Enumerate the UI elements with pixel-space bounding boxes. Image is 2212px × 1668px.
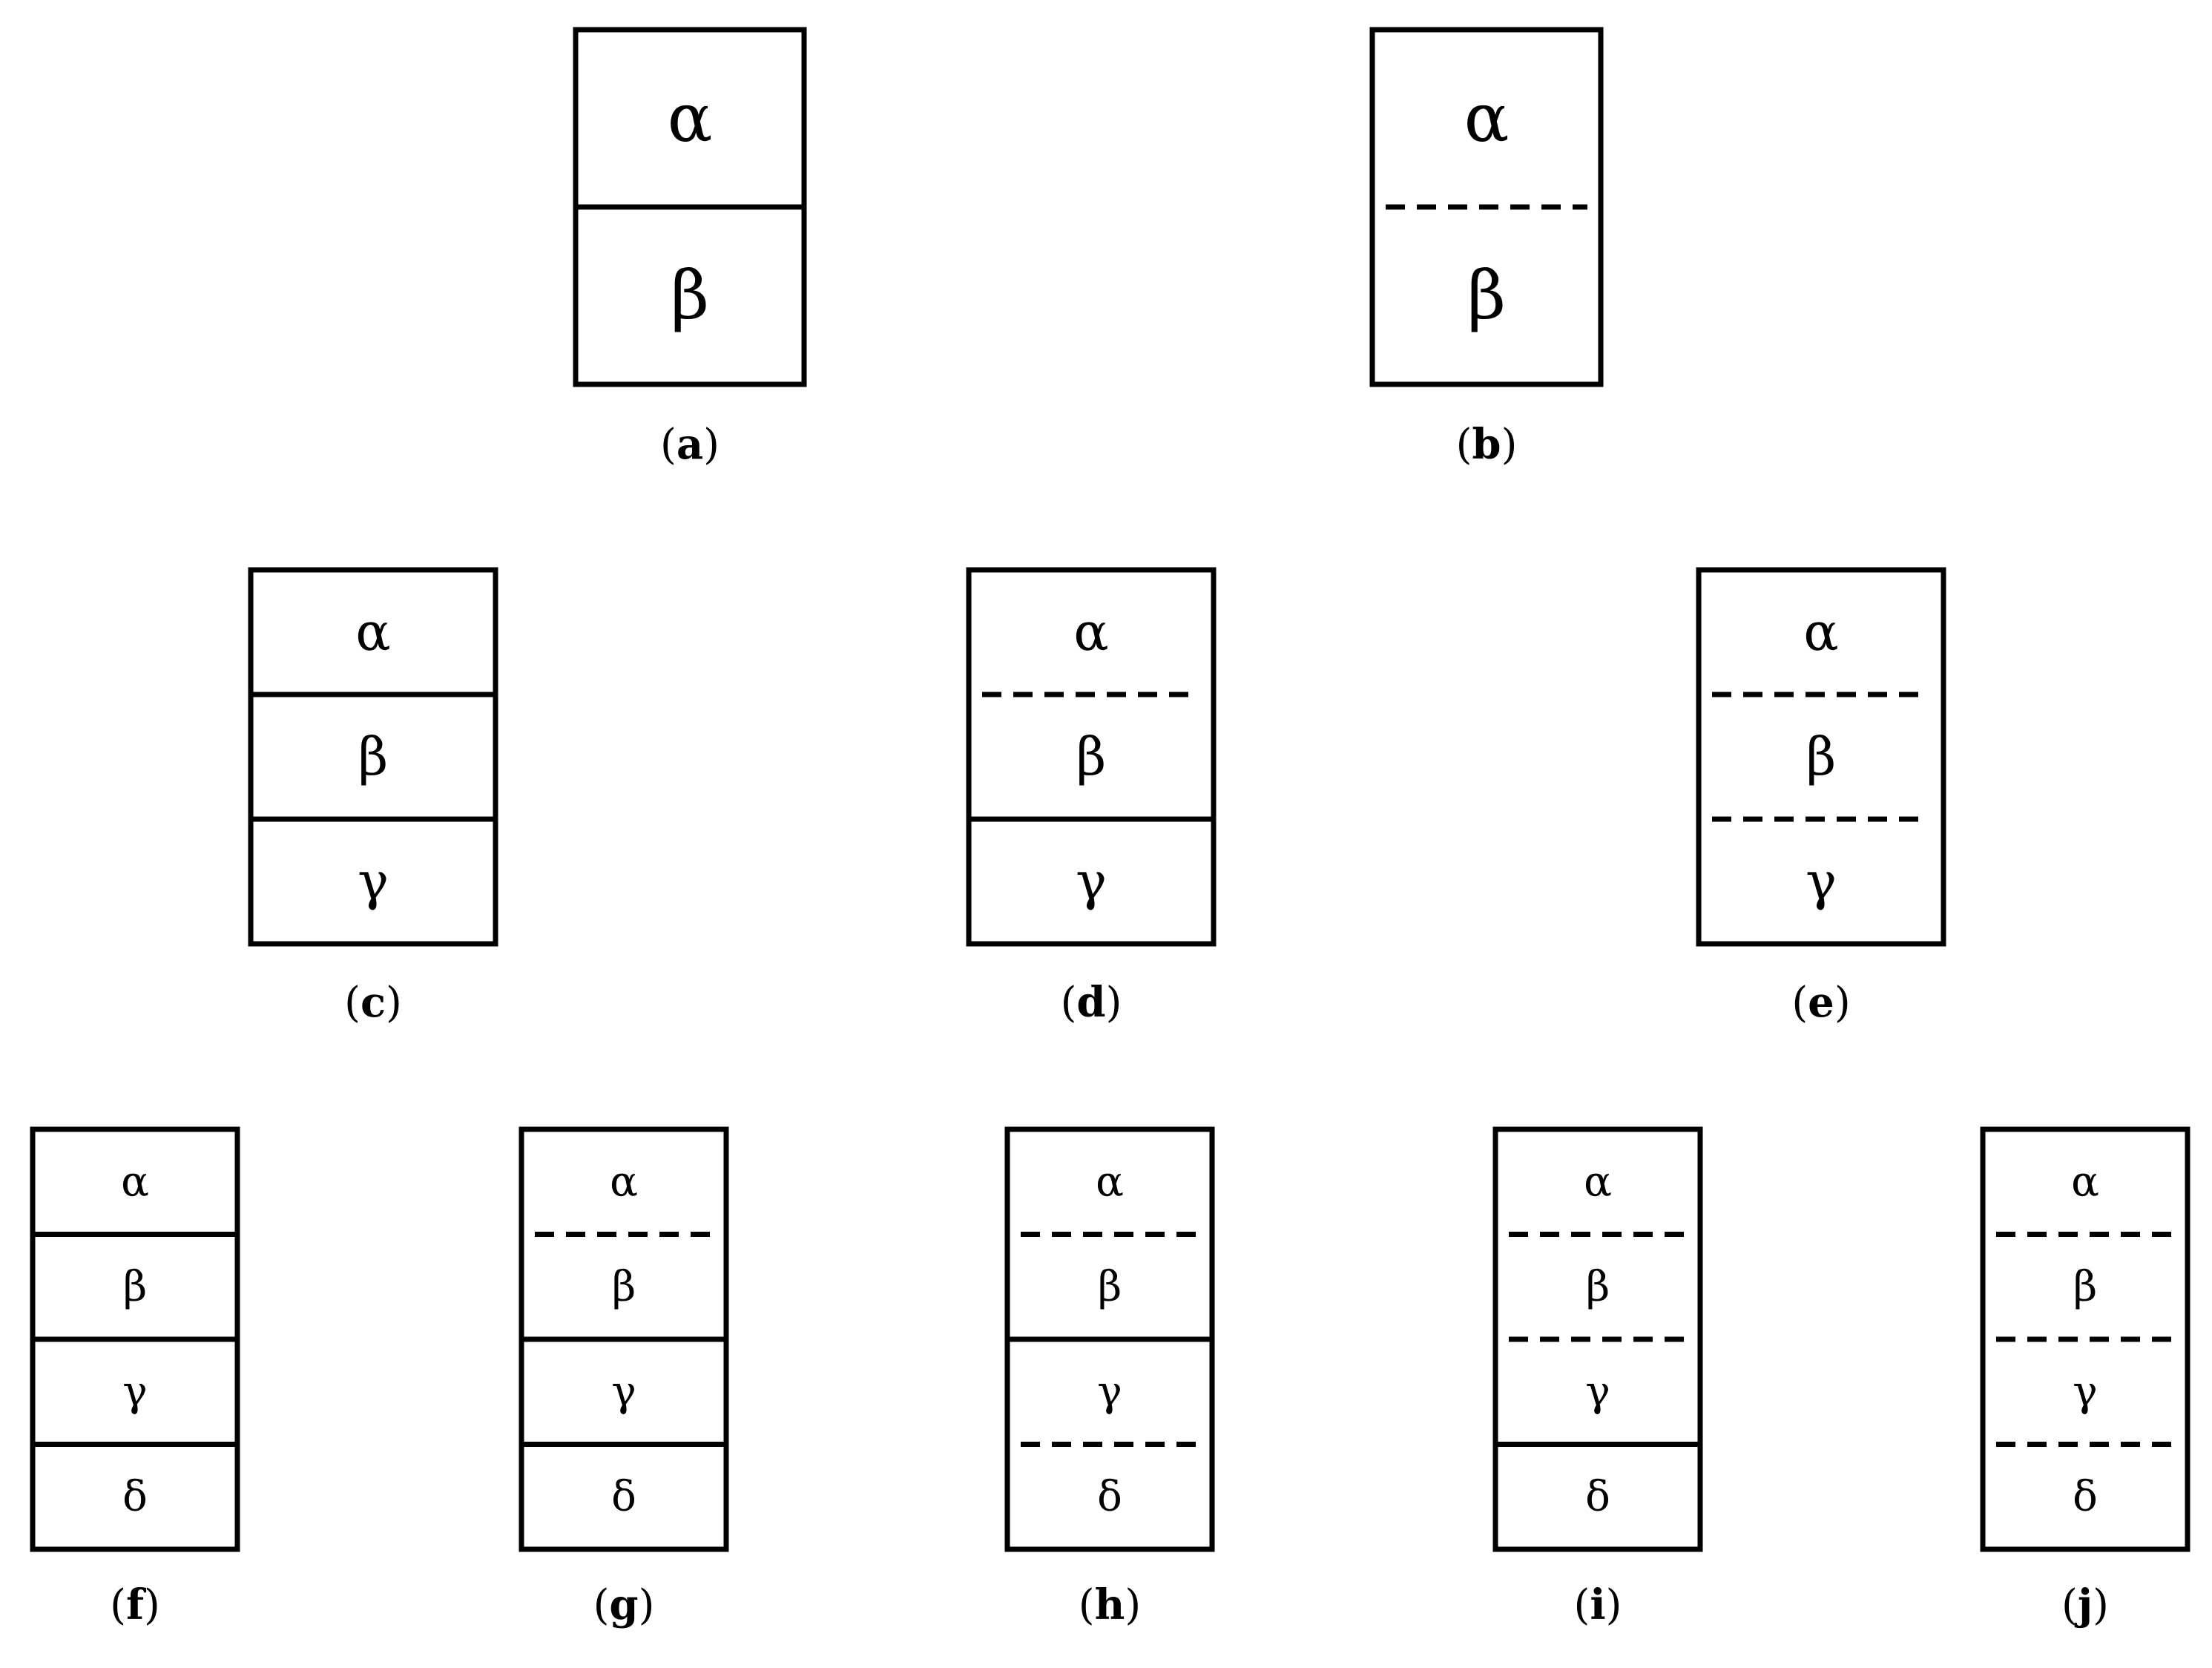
panel-g: α β γ δ (g) bbox=[519, 1126, 729, 1629]
cell-label: γ bbox=[1585, 1367, 1610, 1416]
cell-label: δ bbox=[122, 1473, 148, 1521]
panel-frame bbox=[248, 567, 498, 947]
panel-e: α β γ (e) bbox=[1696, 567, 1946, 1027]
panel-a: α β (a) bbox=[573, 27, 807, 469]
panel-d: α β γ (d) bbox=[966, 567, 1217, 1027]
panel-caption: (h) bbox=[1079, 1580, 1141, 1629]
panel-i: α β γ δ (i) bbox=[1492, 1126, 1703, 1629]
cell-label: α bbox=[668, 79, 713, 157]
cell-label: β bbox=[612, 1263, 636, 1311]
cell-label: γ bbox=[611, 1367, 636, 1416]
cell-label: δ bbox=[1585, 1473, 1610, 1521]
panel-frame bbox=[966, 567, 1217, 947]
panel-frame bbox=[1696, 567, 1946, 947]
panel-caption: (f) bbox=[110, 1580, 160, 1629]
panel-frame bbox=[1980, 1126, 2190, 1552]
cell-label: δ bbox=[611, 1473, 636, 1521]
panel-caption-letter: b bbox=[1472, 420, 1501, 469]
panel-caption: (e) bbox=[1791, 978, 1850, 1027]
cell-label: γ bbox=[1076, 851, 1107, 912]
cell-label: α bbox=[1464, 79, 1510, 157]
panel-caption-letter: j bbox=[2074, 1580, 2093, 1629]
panel-caption: (b) bbox=[1456, 420, 1518, 469]
panel-caption: (j) bbox=[2061, 1580, 2109, 1629]
panel-f: α β γ δ (f) bbox=[30, 1126, 240, 1629]
cell-label: γ bbox=[1806, 851, 1837, 912]
cell-label: β bbox=[2073, 1263, 2097, 1311]
panel-caption-letter: d bbox=[1076, 978, 1105, 1027]
cell-label: β bbox=[358, 726, 388, 787]
cell-label: α bbox=[1584, 1158, 1612, 1206]
panel-caption: (c) bbox=[344, 978, 402, 1027]
cell-label: δ bbox=[2073, 1473, 2098, 1521]
panel-caption-letter: g bbox=[609, 1580, 638, 1629]
panel-h: α β γ δ (h) bbox=[1004, 1126, 1215, 1629]
cell-label: β bbox=[123, 1263, 147, 1311]
panel-c: α β γ (c) bbox=[248, 567, 498, 1027]
panel-j: α β γ δ (j) bbox=[1980, 1126, 2190, 1629]
panel-caption-letter: i bbox=[1590, 1580, 1605, 1629]
cell-label: β bbox=[1076, 726, 1106, 787]
cell-label: α bbox=[1073, 602, 1108, 663]
cell-label: α bbox=[1096, 1158, 1124, 1206]
cell-label: α bbox=[2071, 1158, 2099, 1206]
panel-caption: (d) bbox=[1061, 978, 1122, 1027]
cell-label: γ bbox=[2073, 1367, 2097, 1416]
cell-label: β bbox=[1806, 726, 1836, 787]
panel-caption-letter: h bbox=[1095, 1580, 1125, 1629]
panel-frame bbox=[1369, 27, 1604, 387]
cell-label: δ bbox=[1097, 1473, 1122, 1521]
cell-label: γ bbox=[122, 1367, 147, 1416]
cell-label: β bbox=[671, 257, 709, 335]
cell-label: γ bbox=[1097, 1367, 1122, 1416]
cell-label: α bbox=[610, 1158, 638, 1206]
panel-caption-letter: c bbox=[361, 978, 386, 1027]
panel-caption: (i) bbox=[1574, 1580, 1622, 1629]
cell-label: β bbox=[1098, 1263, 1122, 1311]
cell-label: α bbox=[355, 602, 390, 663]
panel-caption: (a) bbox=[660, 420, 720, 469]
panel-b: α β (b) bbox=[1369, 27, 1604, 469]
cell-label: α bbox=[1803, 602, 1838, 663]
panel-frame bbox=[1492, 1126, 1703, 1552]
panel-caption-letter: a bbox=[677, 420, 703, 469]
cell-label: α bbox=[121, 1158, 149, 1206]
panel-caption-letter: e bbox=[1808, 978, 1834, 1027]
cell-label: β bbox=[1467, 257, 1506, 335]
panel-caption-letter: f bbox=[126, 1580, 147, 1629]
panel-caption: (g) bbox=[593, 1580, 655, 1629]
cell-label: γ bbox=[358, 851, 389, 912]
cell-label: β bbox=[1586, 1263, 1610, 1311]
